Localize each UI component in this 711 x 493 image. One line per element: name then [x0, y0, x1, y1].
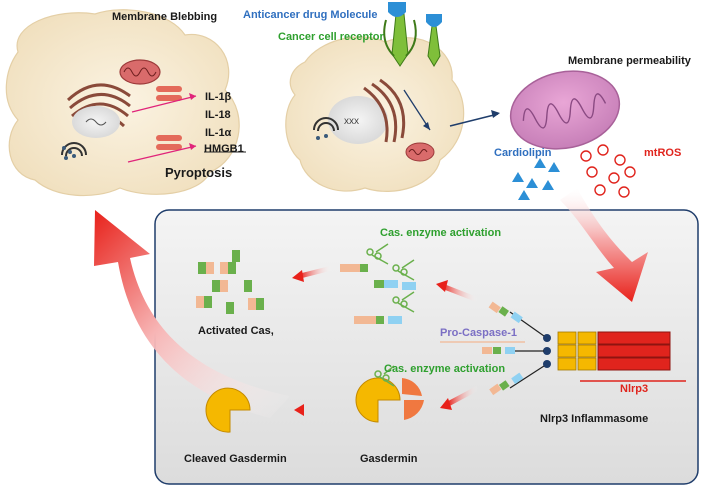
il1a-label: IL-1α [205, 127, 232, 139]
mtros-icon [580, 144, 636, 198]
big-curved-arrow [94, 210, 290, 418]
nlrp3-label: Nlrp3 [620, 383, 649, 395]
il18-label: IL-18 [205, 109, 231, 121]
asc-blocks [543, 331, 597, 371]
cas-activation-bottom-label: Cas. enzyme activation [384, 363, 506, 375]
membrane-permeability-label: Membrane permeability [568, 55, 691, 67]
cardiolipin-icon [512, 158, 560, 200]
cancer-cell: xxx [285, 2, 500, 192]
big-down-arrow [560, 188, 648, 302]
nlrp3-inflammasome-label: Nlrp3 Inflammasome [540, 413, 649, 425]
pore-icon [156, 86, 182, 150]
cleaved-gasdermin-icon [205, 387, 251, 433]
pro-caspase-label: Pro-Caspase-1 [440, 327, 518, 339]
scissors-icon [366, 243, 415, 313]
nlrp3-bars [580, 331, 686, 382]
cas-activation-top-label: Cas. enzyme activation [380, 227, 502, 239]
mitochondrion-icon [119, 59, 161, 85]
caspase-fragments-top [340, 264, 416, 324]
gasdermin-icon [355, 365, 424, 423]
svg-text:xxx: xxx [344, 116, 359, 127]
er-icon [313, 117, 339, 140]
membrane-blebbing-label: Membrane Blebbing [112, 11, 218, 23]
golgi-icon [363, 78, 406, 143]
anticancer-drug-label: Anticancer drug Molecule [243, 9, 378, 21]
cancer-receptor-label: Cancer cell receptor [278, 31, 384, 43]
activated-cas-label: Activated Cas, [198, 325, 274, 337]
hmgb1-label: HMGB1 [204, 143, 244, 155]
pyroptosis-label: Pyroptosis [165, 165, 233, 180]
pro-caspase-segments [482, 301, 524, 396]
cleaved-gasdermin-label: Cleaved Gasdermin [184, 453, 287, 465]
drug-molecule-icon [388, 2, 442, 27]
il1b-label: IL-1β [205, 91, 232, 103]
nucleus-icon [72, 106, 120, 138]
mtros-label: mtROS [644, 147, 682, 159]
pyroptotic-cell [5, 9, 246, 197]
cardiolipin-label: Cardiolipin [494, 147, 552, 159]
er-icon [61, 142, 87, 160]
receptor-icon [383, 13, 441, 67]
mitochondrion-large-icon [509, 70, 621, 150]
gasdermin-label: Gasdermin [360, 453, 418, 465]
activated-caspase-blocks [196, 250, 264, 314]
nucleus-icon [328, 96, 388, 144]
mitochondrion-icon [405, 142, 435, 162]
panel-arrows [292, 265, 480, 416]
